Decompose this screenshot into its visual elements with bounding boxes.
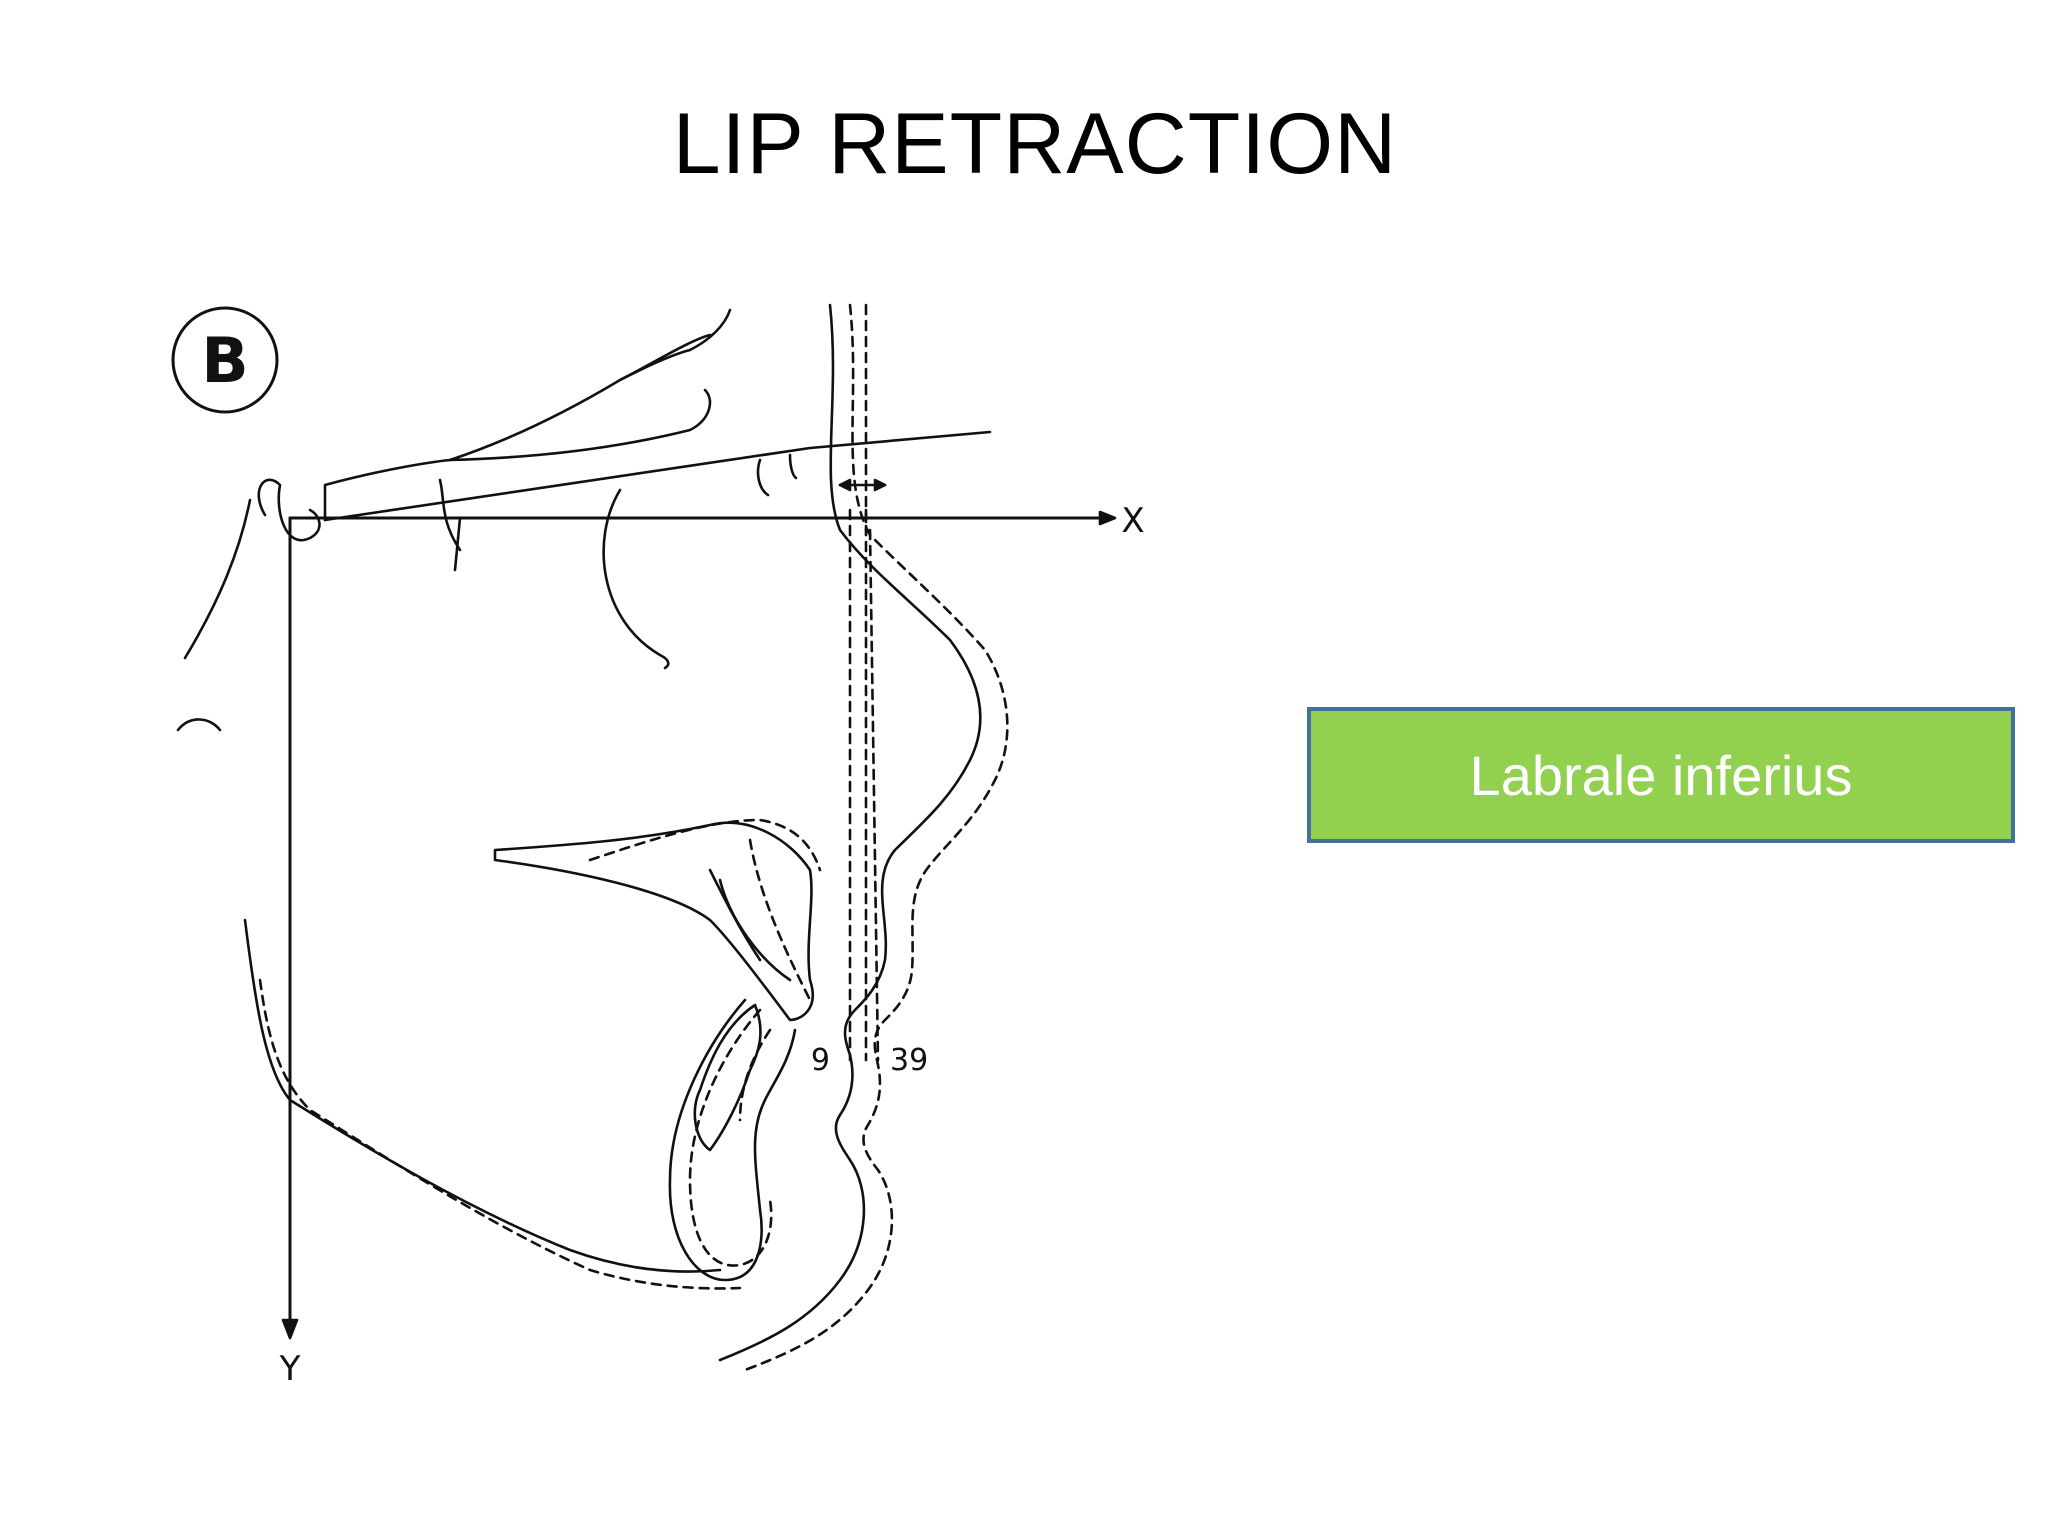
measure-right-label: 39 bbox=[890, 1043, 928, 1078]
upper-incisor bbox=[493, 821, 814, 1022]
axis-y-label: Y bbox=[279, 1349, 301, 1389]
sella-turcica bbox=[257, 478, 321, 542]
soft-tissue-profile-dashed bbox=[743, 303, 1009, 1372]
axis-x-label: X bbox=[1121, 501, 1144, 541]
y-axis-arrow bbox=[281, 1318, 299, 1340]
slide-title: LIP RETRACTION bbox=[672, 96, 1398, 192]
mandibular-border bbox=[243, 918, 722, 1273]
panel-label-circle bbox=[171, 306, 279, 414]
callout-text: Labrale inferius bbox=[1469, 743, 1853, 807]
labrale-inferius-callout: Labrale inferius bbox=[1307, 707, 2015, 843]
lower-incisor bbox=[693, 1003, 762, 1152]
x-axis-arrow bbox=[1098, 510, 1117, 526]
measure-left-label: 9 bbox=[811, 1043, 830, 1078]
cephalometric-tracing: B X Y 9 39 bbox=[171, 303, 1145, 1389]
soft-tissue-profile bbox=[718, 303, 982, 1362]
panel-label: B bbox=[201, 324, 248, 397]
symphysis bbox=[668, 998, 797, 1282]
